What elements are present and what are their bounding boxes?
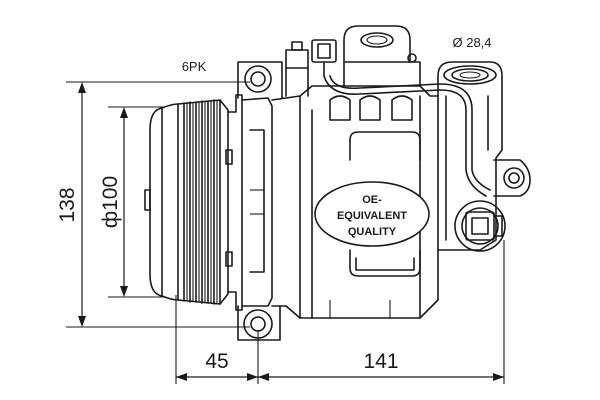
pulley [144,99,229,305]
pulley-rear-flange [219,99,229,305]
height-dim-label: 138 [56,187,79,222]
rear-port-opening [443,65,497,85]
badge-line-3: QUALITY [348,226,397,238]
arrow-45-right [247,373,258,381]
badge-outline [314,181,430,247]
front-bolt-upper [225,149,233,165]
top-port-opening [360,32,394,48]
bottom-dimensions: 45 141 [175,240,505,384]
top-electrical-connector [285,39,337,97]
height-dimension: 138 [56,81,250,328]
badge-line-1: OE- [362,194,382,206]
sensor-cable [323,75,491,197]
front-bolt-lower [225,251,233,267]
oe-quality-badge: OE- EQUIVALENT QUALITY [314,181,430,247]
length-dim-label: 141 [363,350,398,373]
port-diameter-label: Ø 28,4 [452,35,491,50]
pulley-grooves [177,99,221,305]
belt-profile-label: 6PK [182,59,207,74]
clutch-plate [227,94,243,311]
bottom-mounting-ear [237,305,281,341]
rear-connector-ring [454,200,506,252]
arrow-141-right [493,373,504,381]
front-head-rib [249,129,265,273]
rear-electrical-connector [454,200,506,252]
height-arrow-bottom [78,316,86,327]
pulley-arrow-top [120,107,128,118]
rear-connector-plug [465,211,495,241]
pulley-arrow-bottom [120,286,128,297]
arrow-141-left [258,373,269,381]
pulley-dim-label: ф100 [99,176,122,228]
pulley-nut [144,189,151,211]
rear-port [437,61,531,251]
top-port-block [343,25,421,87]
top-mounting-ear [237,61,283,99]
pulley-hub-face [149,107,163,297]
connector-housing [285,49,309,69]
pulley-front-edge [161,103,179,301]
front-head [241,97,273,307]
badge-line-2: EQUIVALENT [337,210,407,222]
pulley-diameter-dimension: ф100 [99,106,165,298]
front-housing [225,94,273,311]
arrow-45-left [176,373,187,381]
height-arrow-top [78,82,86,93]
offset-dim-label: 45 [205,350,228,373]
